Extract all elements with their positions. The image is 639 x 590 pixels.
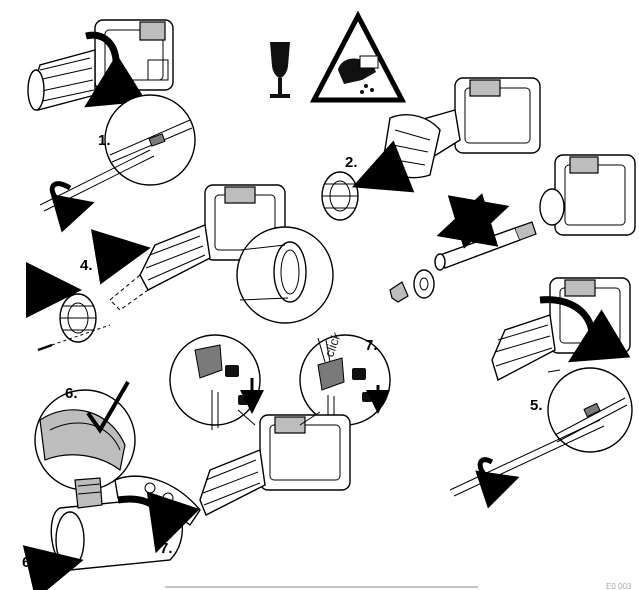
step3-label: 3.: [455, 203, 468, 220]
step1-motor-unit: [27, 19, 174, 111]
step1-label: 1.: [98, 132, 111, 149]
step3-arrow-right: [447, 195, 510, 249]
step1-screwdriver: [39, 149, 155, 233]
step3-motor-unit: [539, 154, 636, 236]
step4-label: 4.: [80, 257, 93, 274]
step6-push-arrow: [22, 545, 84, 590]
hand-injury-warning-icon: [309, 10, 407, 103]
figure-code: E0 003: [606, 582, 632, 590]
step7-detail-circle-right: [299, 334, 391, 430]
step3-arrow-left: [436, 193, 499, 247]
step7-detail-circle-left: [169, 334, 264, 430]
step2-label: 2.: [345, 154, 358, 171]
step4-screw: [37, 324, 111, 352]
fragile-glass-icon: [270, 42, 290, 98]
step2-motor-unit: [381, 77, 541, 179]
step6-label-top: 6.: [65, 385, 78, 402]
step7-rotate-arrow: [117, 491, 200, 554]
step6-check-icon: [86, 380, 130, 434]
step5-detail-circle: [547, 367, 633, 453]
step6-detail-circle: [34, 389, 136, 491]
step5-label: 5.: [530, 397, 543, 414]
step1-detail-circle: [99, 94, 196, 186]
step4-arrow-1: [90, 229, 151, 285]
step3-clip-and-washer: [389, 269, 435, 303]
step6-vacuum-body: [50, 475, 201, 571]
step2-ring: [321, 171, 359, 221]
step7-label-bottom: 7.: [160, 540, 173, 557]
step6-label-bottom: 6.: [22, 554, 35, 571]
step4-detail-circle: [236, 226, 334, 324]
step5-motor-unit: [491, 277, 631, 382]
step7-motor-unit: [199, 409, 351, 516]
step4-ring: [59, 293, 97, 343]
step5-screwdriver: [449, 419, 605, 509]
step2-arrow: [352, 140, 415, 193]
step7-label-top: 7.: [365, 337, 378, 354]
